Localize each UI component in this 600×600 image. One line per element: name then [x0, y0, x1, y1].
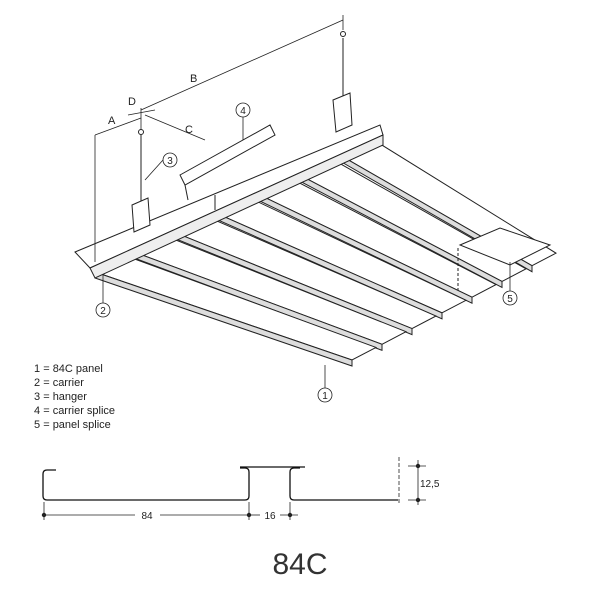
- dimension-d: D: [128, 96, 136, 108]
- profile-gap-label: 16: [264, 511, 276, 522]
- panels: [93, 141, 558, 367]
- callout-2: 2: [100, 306, 106, 317]
- panel-splice: [457, 227, 552, 290]
- hanger-right: [332, 31, 353, 133]
- dimension-lines: [94, 15, 344, 262]
- dimension-b: B: [190, 73, 197, 85]
- dimension-a: A: [108, 115, 116, 127]
- panel-profile: [42, 466, 398, 501]
- dimension-c: C: [185, 124, 193, 136]
- callout-3: 3: [167, 156, 173, 167]
- callout-1: 1: [322, 391, 328, 402]
- legend-item: 4 = carrier splice: [34, 405, 116, 417]
- legend: 1 = 84C panel 2 = carrier 3 = hanger 4 =…: [34, 362, 115, 432]
- callout-4: 4: [240, 106, 246, 117]
- legend-item: 5 = panel splice: [34, 419, 111, 431]
- legend-item: 3 = hanger: [34, 391, 87, 403]
- hanger-left: [131, 129, 151, 233]
- legend-item: 1 = 84C panel: [34, 363, 103, 375]
- profile-width-label: 84: [141, 511, 153, 522]
- callout-5: 5: [507, 294, 513, 305]
- callouts: [95, 102, 518, 403]
- profile-height-label: 12,5: [420, 479, 440, 490]
- carrier: [74, 124, 384, 279]
- carrier-splice: [179, 124, 276, 201]
- product-title: 84C: [272, 548, 328, 581]
- profile-dimensions: [41, 457, 426, 520]
- legend-item: 2 = carrier: [34, 377, 84, 389]
